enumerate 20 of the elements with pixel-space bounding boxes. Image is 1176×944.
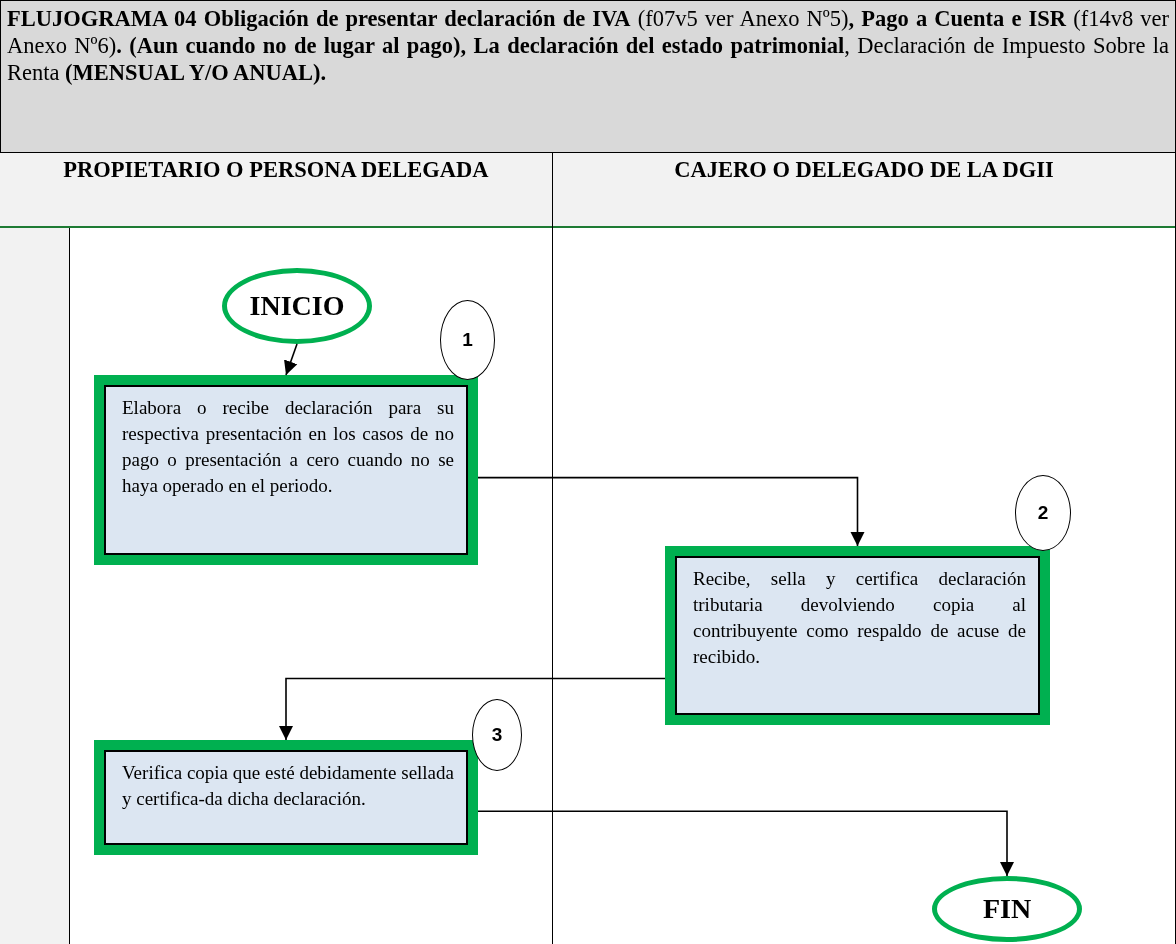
process-box: [94, 740, 478, 855]
arrow: [477, 810, 1014, 877]
arrow: [284, 343, 298, 376]
arrow: [477, 476, 865, 547]
process-box: [94, 375, 478, 565]
lane-title: CAJERO O DELEGADO DE LA DGII: [674, 156, 1054, 184]
step-number: 1: [440, 300, 495, 380]
step-number: 3: [472, 699, 522, 771]
step-description: Elabora o recibe declaración para su respectiva presentación en los casos de no pago o presentación a cero cuando no se haya operado en el periodo.: [122, 396, 454, 498]
terminal-label: FIN: [982, 893, 1032, 925]
step-number: 2: [1015, 475, 1071, 551]
terminal-label: INICIO: [249, 290, 345, 322]
step-description: Verifica copia que esté debidamente sellada y certifica-da dicha declaración.: [122, 761, 454, 811]
arrow: [279, 677, 666, 741]
step-description: Recibe, sella y certifica declaración tributaria devolviendo copia al contribuyente como respaldo de acuse de recibido.: [693, 567, 1026, 669]
lane-title: PROPIETARIO O PERSONA DELEGADA: [63, 156, 489, 184]
diagram-title: FLUJOGRAMA 04 Obligación de presentar declaración de IVA (f07v5 ver Anexo Nº5), Pago a Cuenta e ISR (f14v8 ver Anexo Nº6). (Aun cuando no de lugar al pago), La declaración del estado patrimonial, Declaración de Impuesto Sobre la Renta (MENSUAL Y/O ANUAL).: [7, 5, 1169, 86]
swimlane: [0, 153, 553, 944]
process-box: [665, 546, 1050, 725]
swimlane: [553, 153, 1176, 944]
